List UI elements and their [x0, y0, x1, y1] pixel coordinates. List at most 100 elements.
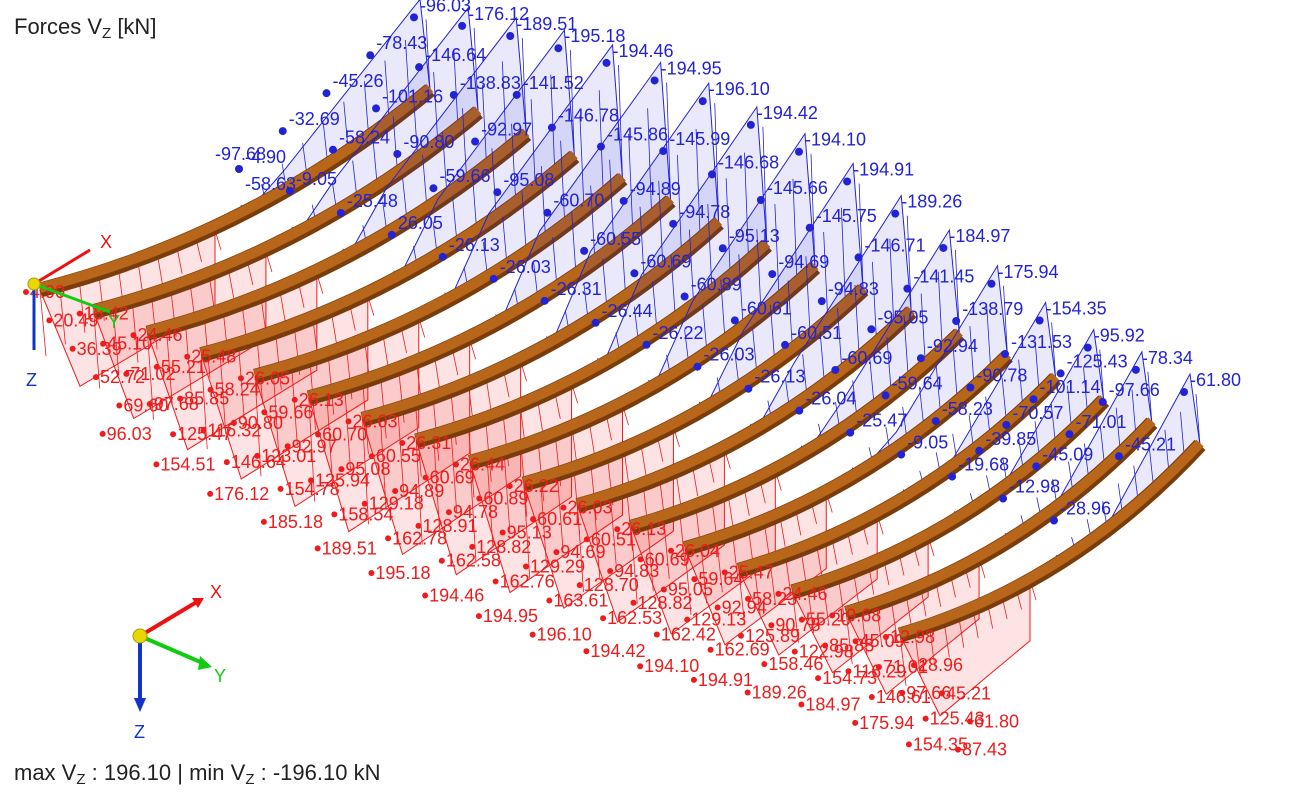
positive-value-point: [714, 604, 721, 611]
positive-shear-label: 162.53: [607, 608, 662, 628]
positive-value-point: [146, 401, 153, 408]
negative-shear-hatch: [533, 262, 539, 297]
negative-shear-hatch: [1195, 393, 1201, 446]
positive-value-point: [361, 500, 368, 507]
negative-value-point: [1131, 365, 1140, 374]
negative-shear-hatch: [620, 232, 626, 292]
negative-shear-hatch: [738, 254, 744, 322]
negative-shear-label: -94.89: [630, 179, 681, 199]
negative-shear-hatch: [1131, 389, 1137, 437]
positive-shear-label: 129.13: [691, 610, 746, 630]
negative-value-point: [387, 230, 396, 239]
negative-value-point: [897, 450, 906, 459]
negative-shear-label: -60.55: [590, 229, 641, 249]
negative-shear-hatch: [658, 180, 664, 265]
negative-value-point: [718, 244, 727, 253]
positive-value-point: [475, 613, 482, 620]
view-x-label: X: [210, 582, 222, 602]
negative-shear-hatch: [935, 366, 941, 411]
beam-4[interactable]: 25.4858.2490.80123.01154.78185.18-195.18…: [184, 26, 625, 532]
negative-shear-label: -141.45: [913, 267, 974, 287]
positive-shear-label: 85.83: [829, 635, 874, 655]
beam-3[interactable]: 24.4655.2185.85116.32146.64176.12-189.51…: [130, 14, 578, 504]
negative-value-point: [952, 316, 961, 325]
negative-shear-label: -78.34: [1142, 348, 1193, 368]
positive-shear-label: 85.85: [184, 389, 229, 409]
positive-shear-label: 52.72: [100, 367, 145, 387]
positive-shear-label: 194.91: [698, 670, 753, 690]
negative-value-point: [1098, 397, 1107, 406]
structure-z-label: Z: [26, 370, 37, 390]
beam-2[interactable]: 18.4245.1071.0297.68125.47154.51-176.12-…: [76, 4, 529, 474]
beam-11[interactable]: 26.0360.5194.83128.82162.42194.10-189.26…: [560, 192, 963, 677]
negative-shear-label: -78.43: [376, 33, 427, 53]
negative-shear-hatch: [1117, 483, 1123, 512]
negative-value-point: [831, 365, 840, 374]
beam-14[interactable]: 25.4758.2390.78122.98154.73184.97-154.35…: [721, 299, 1107, 715]
positive-shear-label: 26.13: [621, 519, 666, 539]
negative-shear-hatch: [452, 197, 458, 240]
negative-shear-label: -101.16: [382, 86, 443, 106]
negative-value-point: [493, 188, 502, 197]
negative-shear-hatch: [676, 154, 682, 251]
negative-shear-hatch: [442, 131, 447, 190]
negative-shear-label: -196.10: [709, 79, 770, 99]
beam-5[interactable]: 26.0559.6692.97125.94158.54189.51-194.46…: [238, 41, 674, 558]
negative-shear-label: -19.68: [958, 455, 1009, 475]
negative-shear-label: -141.52: [523, 73, 584, 93]
beam-10[interactable]: 26.2260.6194.69128.70162.53194.42-194.91…: [506, 159, 914, 661]
positive-shear-hatch: [556, 471, 564, 550]
positive-shear-label: 26.04: [675, 541, 720, 561]
negative-shear-hatch: [550, 74, 556, 171]
negative-shear-label: 26.05: [398, 213, 443, 233]
positive-shear-hatch: [630, 527, 638, 605]
positive-shear-hatch: [845, 613, 853, 665]
negative-shear-hatch: [840, 207, 846, 304]
positive-shear-hatch: [523, 484, 531, 579]
negative-shear-label: -95.92: [1094, 326, 1145, 346]
negative-shear-hatch: [837, 308, 842, 367]
negative-value-point: [449, 90, 458, 99]
negative-shear-hatch: [1051, 322, 1057, 379]
beam-8[interactable]: 26.3160.6994.78128.82162.76194.95-194.42…: [399, 103, 818, 626]
negative-value-point: [512, 90, 521, 99]
positive-shear-label: 194.95: [483, 606, 538, 626]
beam-7[interactable]: 26.0360.5594.89128.91162.58194.46-196.10…: [345, 79, 770, 606]
positive-shear-label: 59.64: [698, 569, 743, 589]
beam-9[interactable]: 26.4460.8995.13129.29163.61196.10-194.10…: [453, 130, 866, 645]
negative-shear-label: -9.05: [907, 433, 948, 453]
positive-shear-hatch: [792, 591, 799, 643]
positive-value-point: [845, 668, 852, 675]
negative-shear-hatch: [511, 123, 516, 198]
negative-shear-label: -25.48: [347, 191, 398, 211]
negative-value-point: [744, 384, 753, 393]
positive-value-point: [368, 569, 375, 576]
negative-value-point: [543, 208, 552, 217]
positive-value-point: [153, 461, 160, 468]
negative-shear-hatch: [481, 84, 487, 163]
positive-shear-label: 55.20: [806, 610, 851, 630]
positive-shear-label: 92.94: [722, 597, 767, 617]
positive-value-point: [331, 511, 338, 518]
positive-value-point: [291, 396, 298, 403]
positive-value-point: [939, 690, 945, 697]
negative-shear-hatch: [756, 229, 762, 309]
beam-12[interactable]: 26.1360.6995.05129.13162.69194.91-184.97…: [614, 226, 1010, 690]
positive-shear-label: 194.46: [429, 586, 484, 606]
negative-shear-hatch: [453, 49, 459, 127]
negative-shear-label: -145.75: [816, 206, 877, 226]
positive-value-point: [630, 599, 637, 606]
negative-value-point: [999, 494, 1008, 503]
positive-shear-label: 94.83: [614, 561, 659, 581]
beam-member-face: [146, 128, 530, 336]
negative-shear-hatch: [618, 64, 623, 179]
positive-shear-label: 60.89: [483, 489, 528, 509]
negative-shear-hatch: [871, 261, 877, 339]
negative-shear-hatch: [1164, 429, 1170, 472]
negative-shear-label: -26.13: [754, 367, 805, 387]
beam-17[interactable]: 12.9828.9645.2161.8087.43-61.80-45.21-28…: [883, 370, 1241, 760]
negative-shear-label: -194.91: [853, 159, 914, 179]
positive-value-point: [238, 375, 244, 382]
summary-max-value: : 196.10 | min V: [85, 760, 246, 785]
